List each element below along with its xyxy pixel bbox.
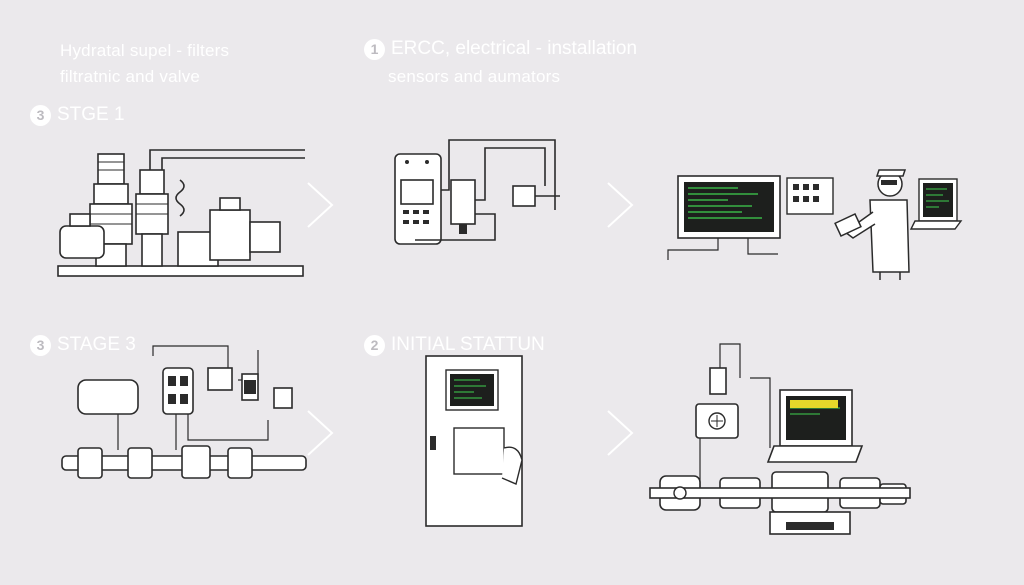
- top-left-line1: Hydratal supel - filters: [60, 41, 230, 60]
- stage1-label: STGE 1: [57, 104, 125, 125]
- stage3-assembly-icon: [61, 345, 307, 479]
- top-mid-line1: ERCC, electrical - installation: [391, 38, 638, 59]
- laptop-icon: [909, 178, 963, 230]
- top-left-line2: filtratnic and valve: [60, 67, 201, 86]
- top-mid-caption: 1 ERCC, electrical - installation: [364, 38, 637, 60]
- stage1-title: 3 STGE 1: [30, 104, 125, 126]
- initial-title: 2 INITIAL STATTUN: [364, 334, 545, 356]
- stage3-label: STAGE 3: [57, 334, 136, 355]
- chevron-right-icon: [607, 410, 634, 456]
- stage3-title: 3 STAGE 3: [30, 334, 136, 356]
- top-mid-line2: sensors and aumators: [388, 67, 561, 86]
- monitor-icon: [667, 175, 781, 260]
- chevron-right-icon: [607, 182, 634, 228]
- technician-icon: [786, 169, 910, 280]
- initial-label: INITIAL STATTUN: [391, 334, 545, 355]
- controller-icon: [394, 139, 560, 245]
- initial-number: 2: [364, 334, 385, 356]
- stage3-number: 3: [30, 334, 51, 356]
- bottom-right-assembly-icon: [649, 343, 911, 535]
- stage1-number: 3: [30, 104, 51, 126]
- chevron-right-icon: [307, 410, 334, 456]
- top-left-caption: Hydratal supel - filters filtratnic and …: [60, 40, 229, 88]
- step-number-1: 1: [364, 38, 385, 60]
- hydraulic-valve-icon: [57, 149, 305, 277]
- cabinet-icon: [425, 355, 523, 527]
- chevron-right-icon: [307, 182, 334, 228]
